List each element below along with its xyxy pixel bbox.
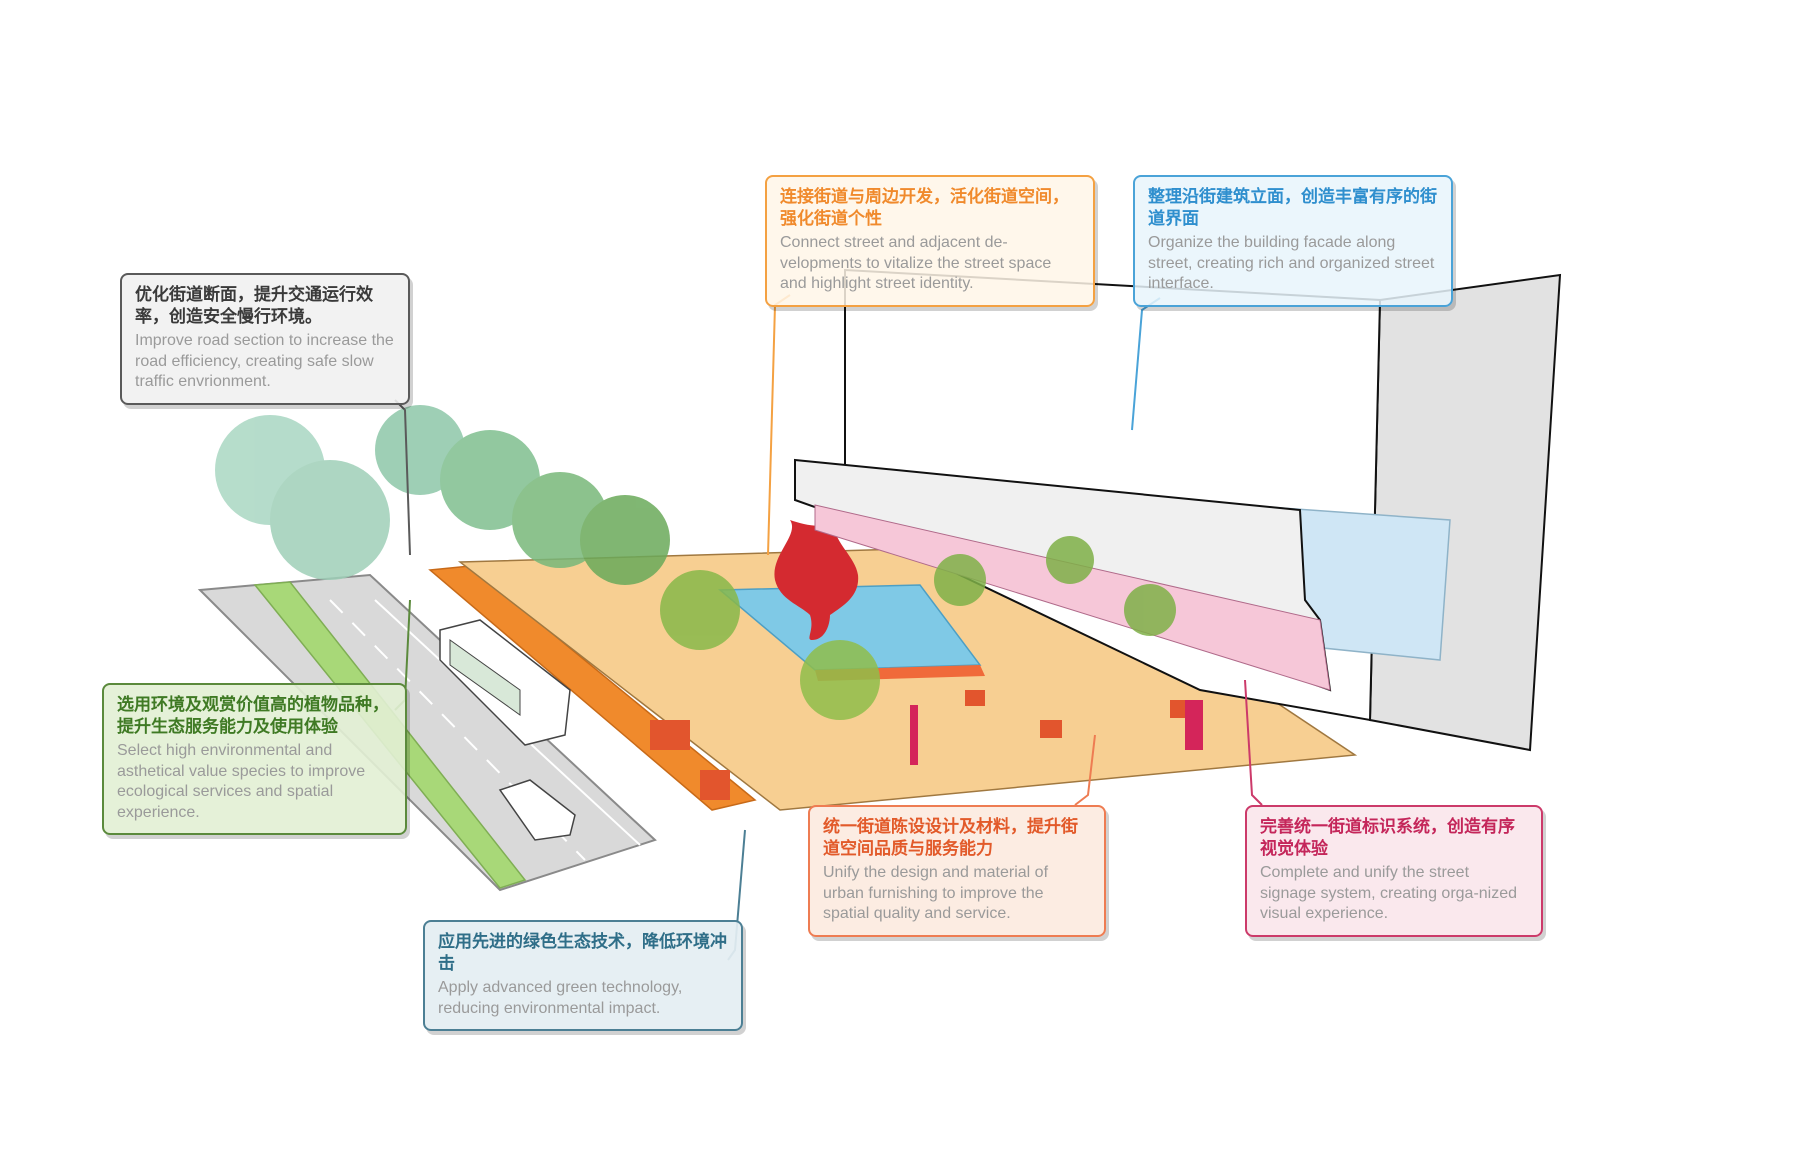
callout-facade: 整理沿街建筑立面，创造丰富有序的街道界面 Organize the buildi… (1133, 175, 1453, 307)
callout-connect-en: Connect street and adjacent de-velopment… (780, 234, 1052, 292)
callout-plants: 选用环境及观赏价值高的植物品种，提升生态服务能力及使用体验 Select hig… (102, 683, 407, 835)
street-furniture (650, 690, 1203, 800)
callout-signage: 完善统一街道标识系统，创造有序视觉体验 Complete and unify t… (1245, 805, 1543, 937)
callout-green-tech-en: Apply advanced green technology, reducin… (438, 979, 683, 1017)
callout-signage-en: Complete and unify the street signage sy… (1260, 864, 1518, 922)
trees (215, 405, 1176, 720)
callout-connect-street: 连接街道与周边开发，活化街道空间，强化街道个性 Connect street a… (765, 175, 1095, 307)
callout-plants-en: Select high environmental and asthetical… (117, 742, 366, 821)
callout-furnishing-en: Unify the design and material of urban f… (823, 864, 1049, 922)
callout-plants-zh: 选用环境及观赏价值高的植物品种，提升生态服务能力及使用体验 (117, 695, 389, 737)
callout-furnishing-zh: 统一街道陈设设计及材料，提升街道空间品质与服务能力 (823, 817, 1078, 859)
callout-connect-zh: 连接街道与周边开发，活化街道空间，强化街道个性 (780, 187, 1069, 229)
callout-green-tech: 应用先进的绿色生态技术，降低环境冲击 Apply advanced green … (423, 920, 743, 1031)
callout-road-zh: 优化街道断面，提升交通运行效率，创造安全慢行环境。 (135, 285, 373, 327)
callout-road-section: 优化街道断面，提升交通运行效率，创造安全慢行环境。 Improve road s… (120, 273, 410, 405)
callout-facade-en: Organize the building facade along stree… (1148, 234, 1435, 292)
car (498, 779, 576, 841)
callout-green-tech-zh: 应用先进的绿色生态技术，降低环境冲击 (438, 932, 727, 974)
callout-furnishing: 统一街道陈设设计及材料，提升街道空间品质与服务能力 Unify the desi… (808, 805, 1106, 937)
callout-signage-zh: 完善统一街道标识系统，创造有序视觉体验 (1260, 817, 1515, 859)
callout-facade-zh: 整理沿街建筑立面，创造丰富有序的街道界面 (1148, 187, 1437, 229)
callout-road-en: Improve road section to increase the roa… (135, 332, 394, 390)
red-sculpture (774, 520, 859, 640)
bus (439, 619, 571, 746)
